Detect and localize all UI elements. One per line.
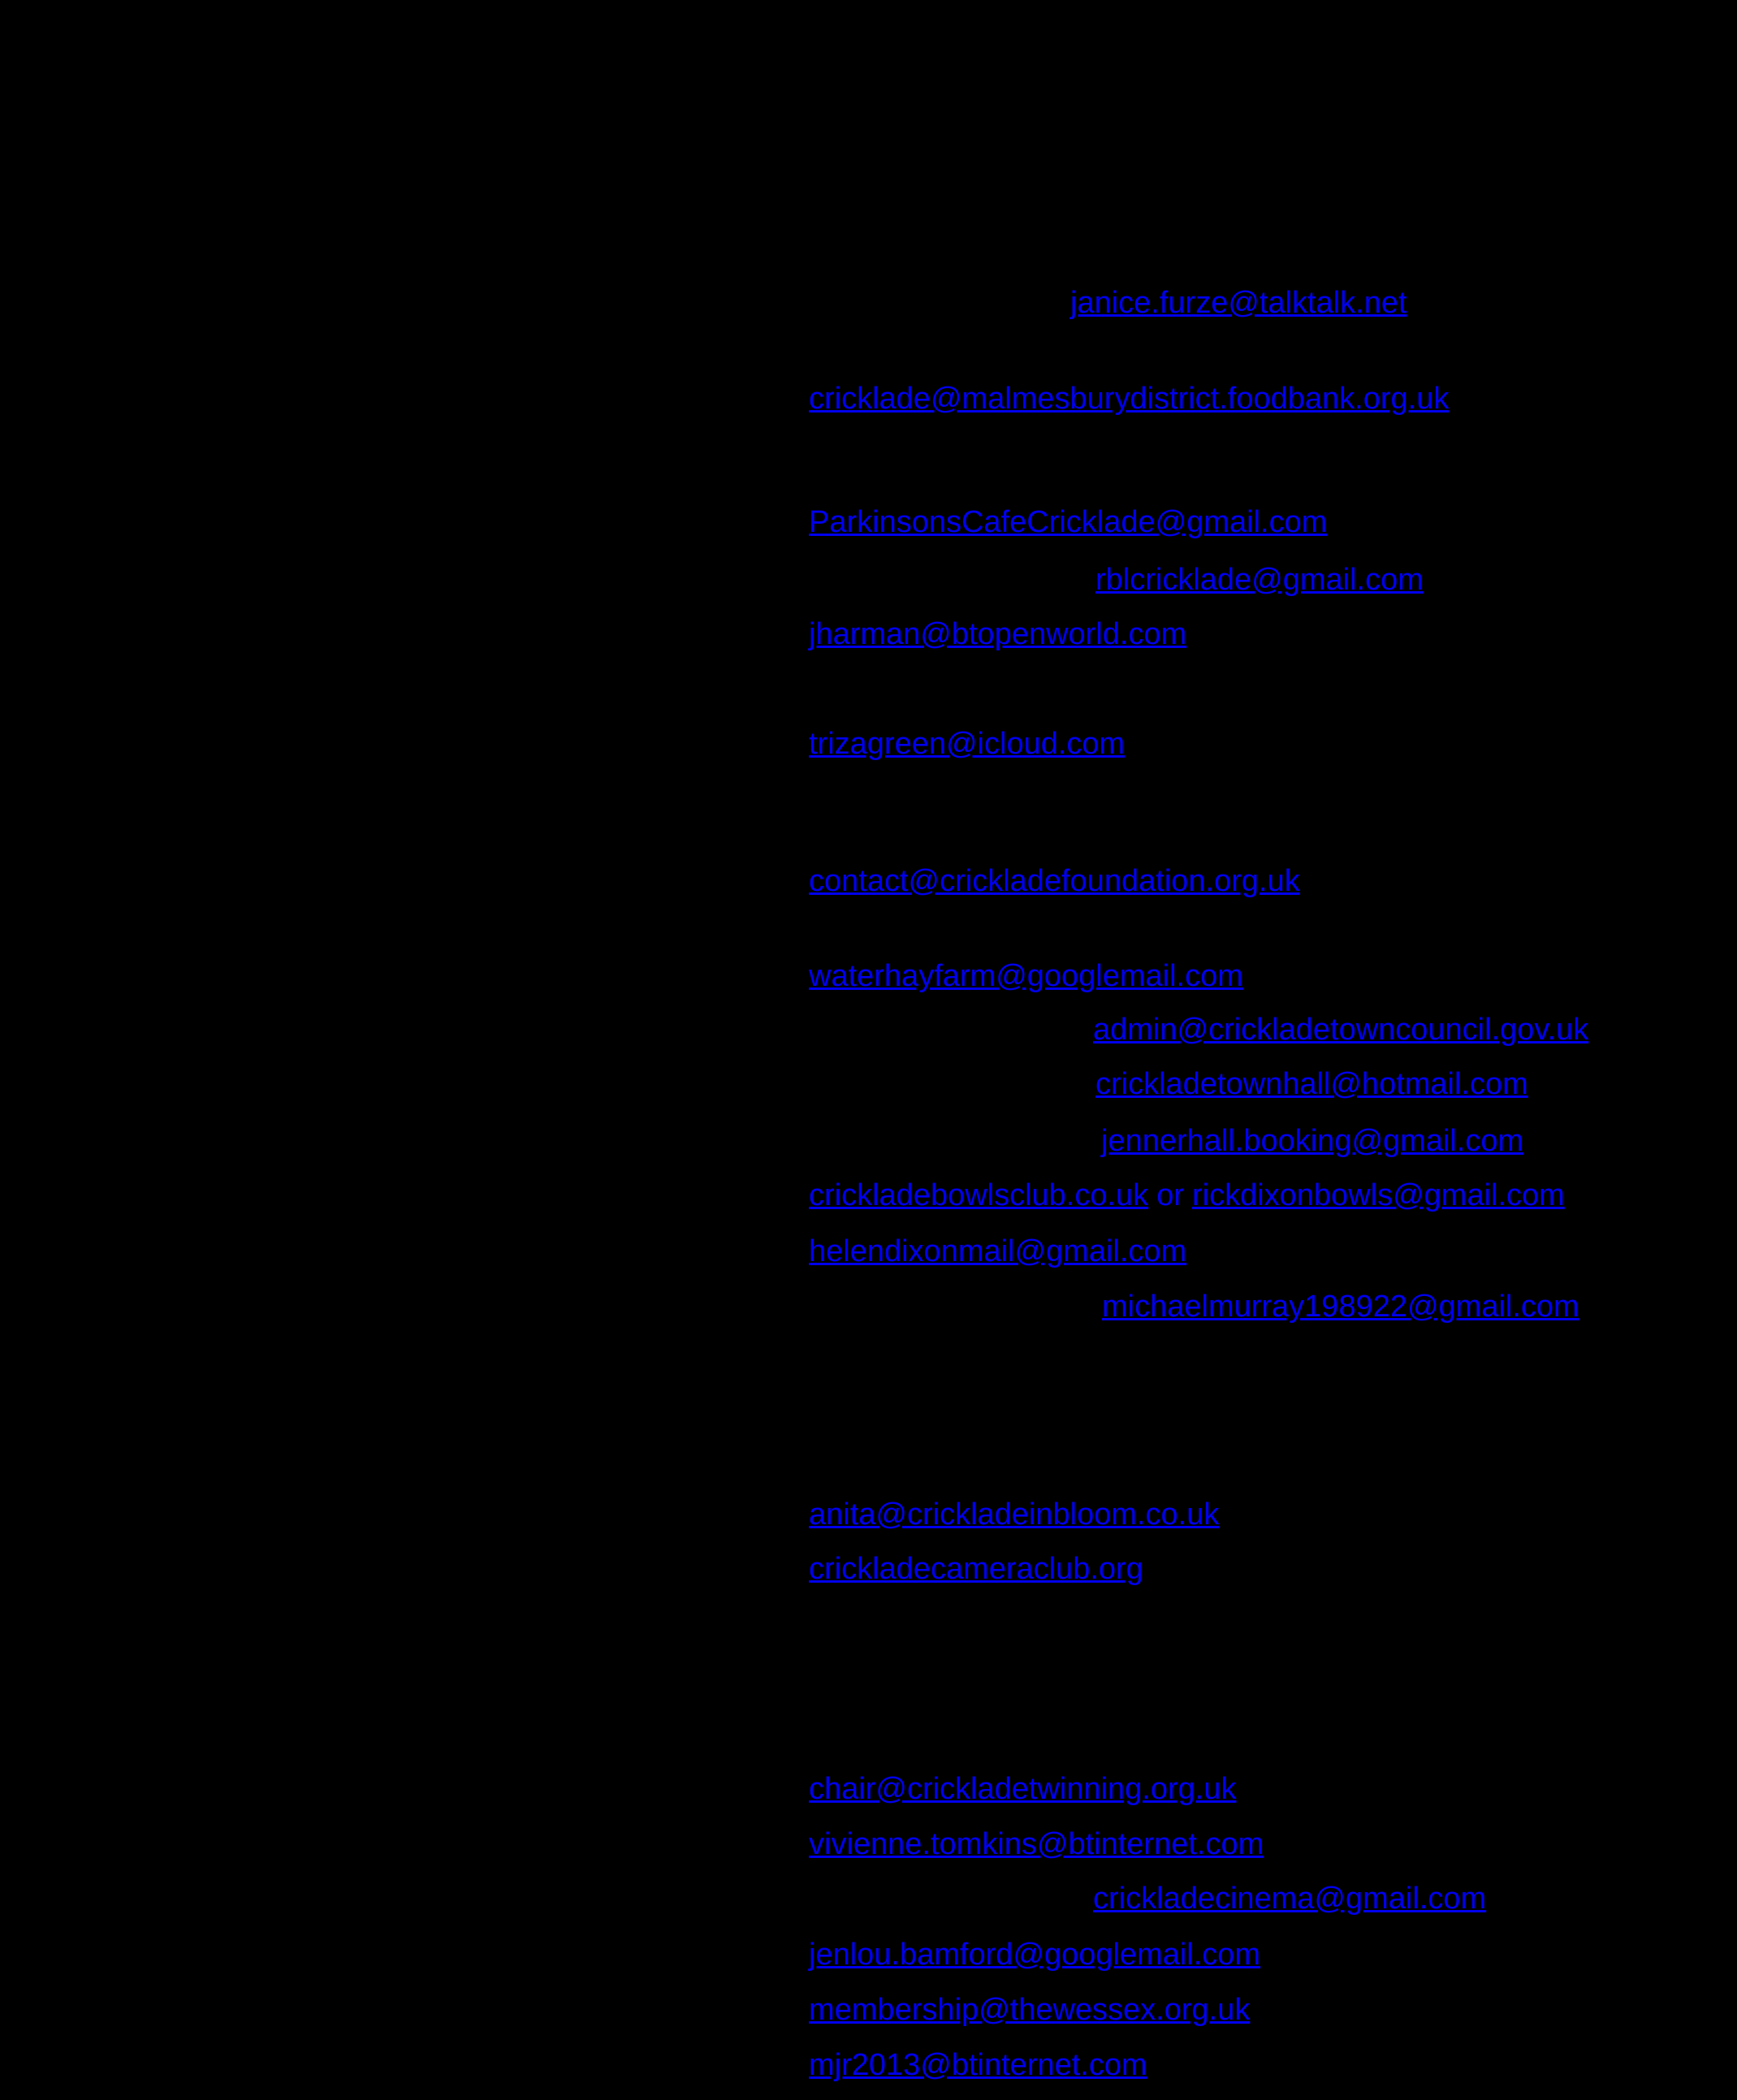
link-cricklade-foundation-email[interactable]: contact@crickladefoundation.org.uk — [809, 864, 1300, 898]
link-jenlou-bamford-email[interactable]: jenlou.bamford@googlemail.com — [809, 1938, 1261, 1972]
connector-or: or — [1156, 1178, 1184, 1212]
link-cricklade-in-bloom-email[interactable]: anita@crickladeinbloom.co.uk — [809, 1497, 1220, 1532]
link-foodbank-email[interactable]: cricklade@malmesburydistrict.foodbank.or… — [809, 382, 1450, 416]
link-jenner-hall-booking-email[interactable]: jennerhall.booking@gmail.com — [1101, 1124, 1524, 1158]
link-vivienne-tomkins-email[interactable]: vivienne.tomkins@btinternet.com — [809, 1827, 1264, 1861]
link-cricklade-cinema-email[interactable]: crickladecinema@gmail.com — [1093, 1882, 1487, 1916]
link-trizagreen-email[interactable]: trizagreen@icloud.com — [809, 727, 1126, 761]
link-mjr2013-email[interactable]: mjr2013@btinternet.com — [809, 2048, 1147, 2082]
link-rickdixon-bowls-email[interactable]: rickdixonbowls@gmail.com — [1191, 1178, 1565, 1212]
link-wessex-membership-email[interactable]: membership@thewessex.org.uk — [809, 1993, 1251, 2027]
link-michael-murray-email[interactable]: michaelmurray198922@gmail.com — [1102, 1290, 1579, 1324]
link-jharman-email[interactable]: jharman@btopenworld.com — [809, 617, 1187, 651]
link-helen-dixon-email[interactable]: helendixonmail@gmail.com — [809, 1234, 1187, 1268]
link-parkinsons-cafe-email[interactable]: ParkinsonsCafeCricklade@gmail.com — [809, 505, 1328, 539]
link-rbl-cricklade-email[interactable]: rblcricklade@gmail.com — [1095, 563, 1424, 597]
link-town-council-email[interactable]: admin@crickladetowncouncil.gov.uk — [1093, 1013, 1589, 1047]
link-camera-club-website[interactable]: crickladecameraclub.org — [809, 1552, 1143, 1586]
link-town-hall-email[interactable]: crickladetownhall@hotmail.com — [1095, 1067, 1528, 1101]
link-bowls-club-website[interactable]: crickladebowlsclub.co.uk — [809, 1178, 1149, 1212]
link-twinning-chair-email[interactable]: chair@crickladetwinning.org.uk — [809, 1772, 1237, 1806]
link-waterhay-farm-email[interactable]: waterhayfarm@googlemail.com — [809, 959, 1243, 993]
link-janice-furze-email[interactable]: janice.furze@talktalk.net — [1070, 286, 1407, 320]
